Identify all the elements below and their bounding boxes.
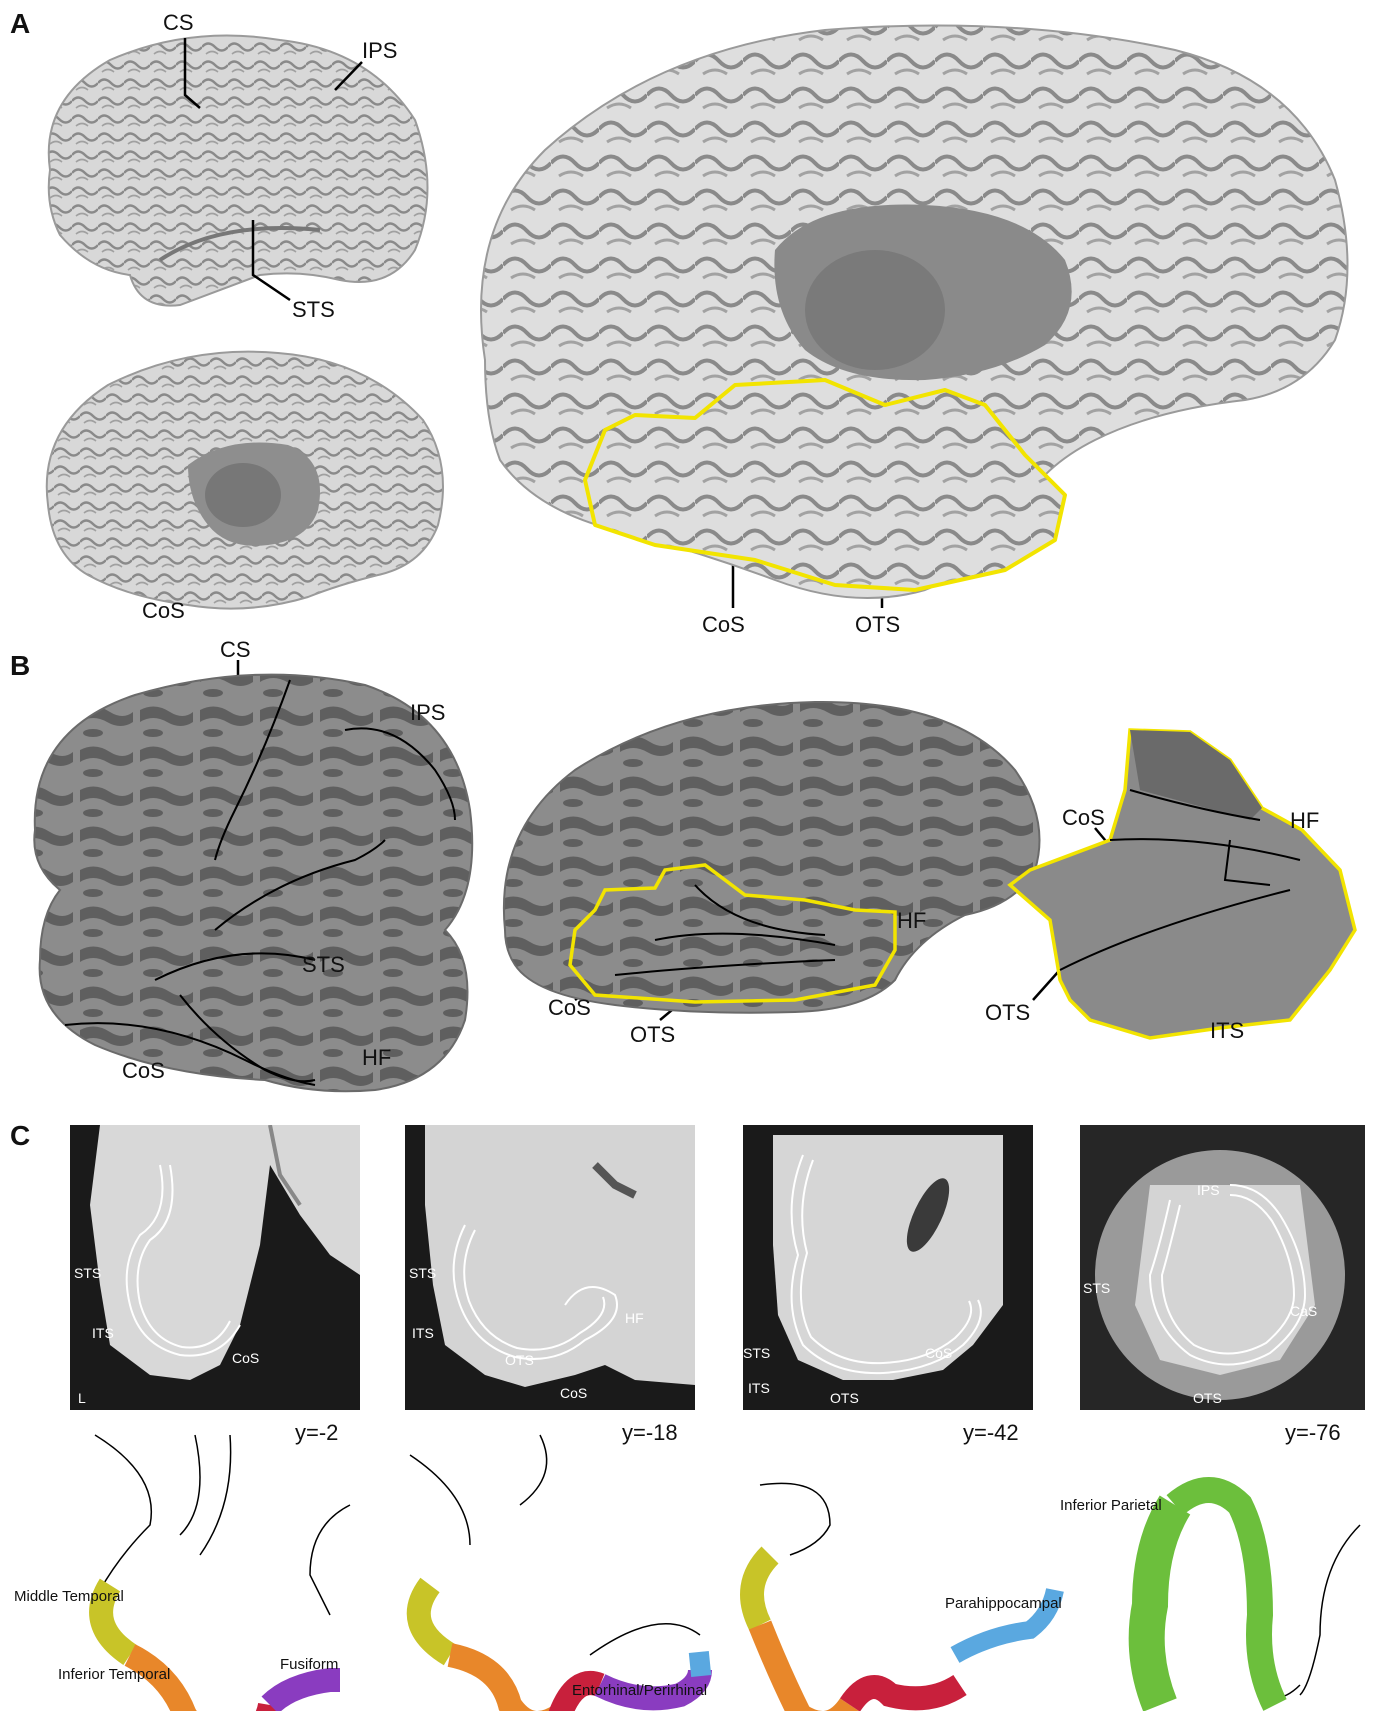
region-entorhinal-perirhinal: Entorhinal/Perirhinal xyxy=(572,1682,707,1699)
label-b-cos: CoS xyxy=(122,1058,165,1084)
mri2-cos: CoS xyxy=(560,1385,587,1401)
mri2-sts: STS xyxy=(409,1265,436,1281)
mri4-sts: STS xyxy=(1083,1280,1110,1296)
label-b-cos-flat: CoS xyxy=(1062,805,1105,831)
label-b-hf-flat: HF xyxy=(1290,808,1319,834)
region-inferior-temporal: Inferior Temporal xyxy=(58,1666,170,1683)
region-middle-temporal: Middle Temporal xyxy=(14,1588,124,1605)
mri4-ots: OTS xyxy=(1193,1390,1222,1406)
label-b-cos-medial: CoS xyxy=(548,995,591,1021)
label-b-hf-medial: HF xyxy=(897,908,926,934)
mri-slice-4 xyxy=(1080,1125,1365,1410)
inflated-lateral-brain xyxy=(15,660,485,1100)
mri-slice-1 xyxy=(70,1125,360,1410)
mri-slice-3 xyxy=(743,1125,1033,1410)
label-b-ips: IPS xyxy=(410,700,445,726)
label-a-cos-large: CoS xyxy=(702,612,745,638)
region-inferior-parietal: Inferior Parietal xyxy=(1060,1497,1162,1514)
mri2-hf: HF xyxy=(625,1310,644,1326)
region-fusiform: Fusiform xyxy=(280,1656,338,1673)
region-parahippocampal: Parahippocampal xyxy=(945,1595,1062,1612)
mri4-ips: IPS xyxy=(1197,1182,1220,1198)
mri3-ots: OTS xyxy=(830,1390,859,1406)
mri1-its: ITS xyxy=(92,1325,114,1341)
label-a-ots: OTS xyxy=(855,612,900,638)
label-b-sts: STS xyxy=(302,952,345,978)
mri1-l: L xyxy=(78,1390,86,1406)
ribbon-schematics xyxy=(0,1415,1376,1711)
flat-map xyxy=(1000,720,1360,1040)
label-b-cs: CS xyxy=(220,637,251,663)
panel-letter-c: C xyxy=(10,1120,30,1152)
label-b-ots-flat: OTS xyxy=(985,1000,1030,1026)
label-b-ots-medial: OTS xyxy=(630,1022,675,1048)
medial-brain-3d-large xyxy=(455,10,1360,620)
mri4-cas: CaS xyxy=(1290,1303,1317,1319)
label-b-hf: HF xyxy=(362,1045,391,1071)
mri-slice-2 xyxy=(405,1125,695,1410)
mri1-cos: CoS xyxy=(232,1350,259,1366)
label-a-cos-small: CoS xyxy=(142,598,185,624)
inflated-medial-brain xyxy=(495,690,1050,1030)
label-a-ips: IPS xyxy=(362,38,397,64)
mri2-its: ITS xyxy=(412,1325,434,1341)
label-a-cs: CS xyxy=(163,10,194,36)
mri2-ots: OTS xyxy=(505,1352,534,1368)
label-a-sts: STS xyxy=(292,297,335,323)
mri3-cos: CoS xyxy=(925,1345,952,1361)
medial-brain-3d xyxy=(28,335,458,625)
mri1-sts: STS xyxy=(74,1265,101,1281)
mri3-its: ITS xyxy=(748,1380,770,1396)
mri3-sts: STS xyxy=(743,1345,770,1361)
label-b-its-flat: ITS xyxy=(1210,1018,1244,1044)
